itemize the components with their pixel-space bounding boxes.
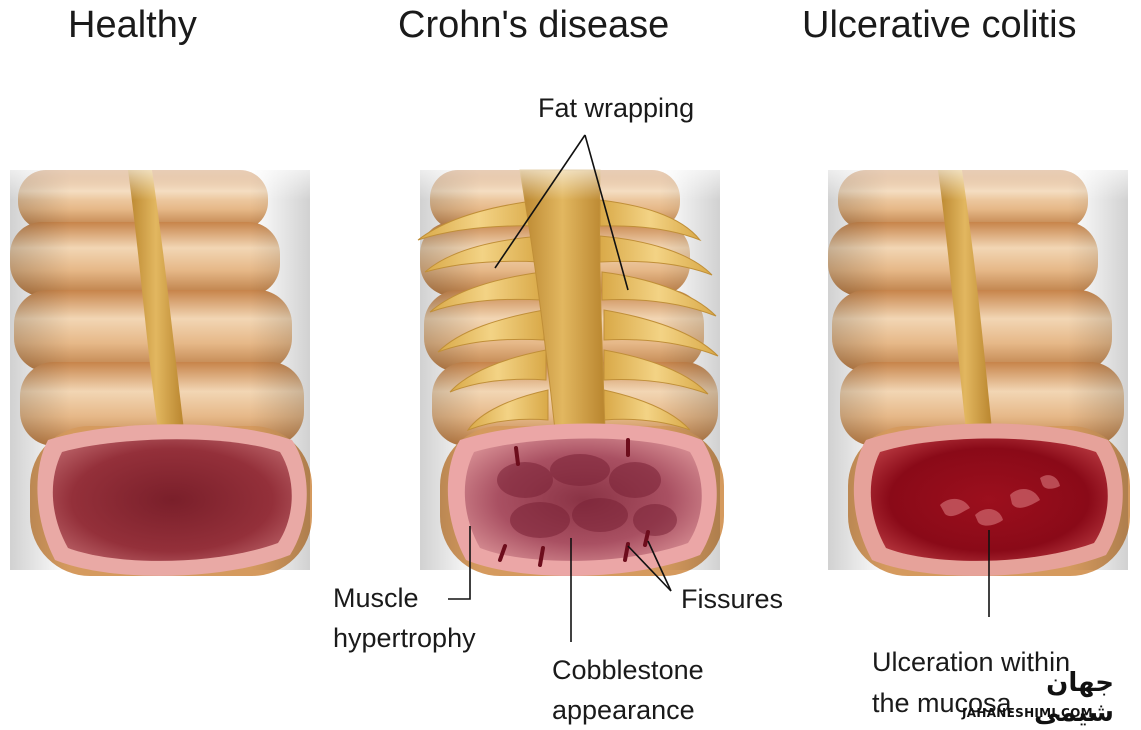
watermark-site: JAHANESHIMI.COM [962,706,1093,720]
crohns-colon [410,150,730,576]
healthy-colon [0,150,320,576]
fat-wrapping-label: Fat wrapping [538,93,695,123]
cobblestone-label-line2: appearance [552,695,695,725]
healthy-title: Healthy [68,4,197,46]
muscle-hypertrophy-label-line1: Muscle [333,583,419,613]
fissures-label: Fissures [681,584,784,614]
pointer-lines [448,134,990,642]
crohns-title: Crohn's disease [398,4,670,46]
ulcerative-colitis-title: Ulcerative colitis [802,4,1077,46]
cobblestone-label-line1: Cobblestone [552,655,704,685]
uc-colon [820,150,1141,576]
muscle-hypertrophy-label-line2: hypertrophy [333,623,476,653]
ulceration-label-line2: the mucosa [872,688,1012,718]
watermark-logo: جهان شیمی JAHANESHIMI.COM [962,668,1120,728]
watermark-logo-text: جهان شیمی [1034,668,1114,728]
ulceration-label-line1: Ulceration within [872,647,1071,677]
